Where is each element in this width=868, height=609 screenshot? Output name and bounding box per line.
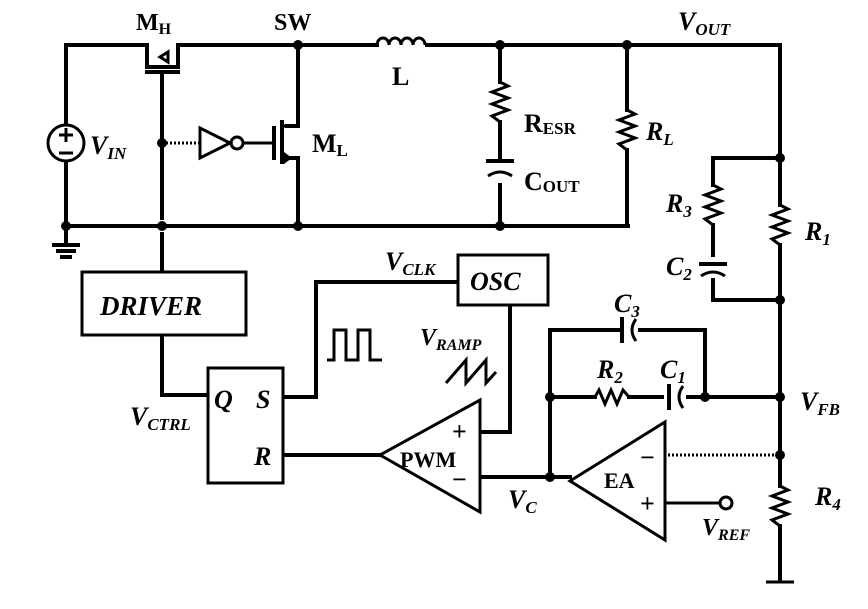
resistor-r4-icon <box>767 484 793 528</box>
vref-terminal-icon <box>718 495 734 511</box>
resistor-rl-icon <box>614 108 640 152</box>
label-vctrl: VCTRL <box>130 402 191 434</box>
label-vout: VOUT <box>678 7 731 39</box>
sr-latch-block <box>206 366 285 485</box>
driver-wiring <box>160 280 512 457</box>
resistor-r3-icon <box>700 183 726 227</box>
resistor-r2-icon <box>593 386 631 408</box>
label-vfb: VFB <box>800 387 840 419</box>
label-mh: MH <box>136 10 172 38</box>
capacitor-c2-icon <box>699 262 727 278</box>
ea-plus: + <box>640 489 655 518</box>
label-vramp: VRAMP <box>420 325 482 354</box>
power-stage-wiring <box>64 43 782 274</box>
pwm-plus: + <box>452 417 467 446</box>
label-vclk: VCLK <box>385 247 437 279</box>
clock-pulse-icon <box>327 328 382 362</box>
ml-transistor-icon <box>272 120 292 164</box>
inverter-icon <box>166 125 272 161</box>
label-pwm: PWM <box>400 447 456 472</box>
driver-block <box>80 270 248 337</box>
label-r1: R1 <box>804 217 831 249</box>
label-ea: EA <box>604 468 635 493</box>
label-s: S <box>256 385 270 414</box>
label-resr: RESR <box>524 109 577 138</box>
label-driver: DRIVER <box>99 291 202 321</box>
label-rl: RL <box>645 117 674 149</box>
pwm-minus: − <box>452 465 467 494</box>
label-r3: R3 <box>665 189 692 221</box>
label-vin: VIN <box>90 131 127 163</box>
label-ml: ML <box>312 129 348 160</box>
label-r2: R2 <box>596 355 623 387</box>
label-q: Q <box>214 385 233 414</box>
inductor-l-icon <box>375 36 427 46</box>
capacitor-c1-icon <box>667 384 685 410</box>
label-c3: C3 <box>614 289 640 321</box>
label-c1: C1 <box>660 355 686 387</box>
ground-icon <box>52 243 80 259</box>
ea-minus: − <box>640 443 655 472</box>
capacitor-c3-icon <box>620 317 638 343</box>
label-vc: VC <box>508 485 537 517</box>
vin-source-icon <box>46 123 86 163</box>
feedback-wiring <box>711 151 794 584</box>
pwm-comparator <box>376 397 482 515</box>
capacitor-cout-icon <box>486 159 514 178</box>
junction-dots <box>61 40 785 482</box>
osc-block <box>456 253 550 307</box>
error-amplifier <box>567 419 667 543</box>
label-r: R <box>253 442 271 471</box>
label-l: L <box>392 62 409 91</box>
resistor-r1-icon <box>767 203 793 247</box>
ramp-wave-icon <box>444 355 498 388</box>
label-r4: R4 <box>814 482 841 514</box>
resistor-resr-icon <box>487 80 513 124</box>
label-vref: VREF <box>702 515 750 544</box>
label-cout: COUT <box>524 167 580 196</box>
label-sw: SW <box>274 10 311 36</box>
mh-transistor-icon <box>145 43 180 76</box>
label-c2: C2 <box>666 252 692 284</box>
label-osc: OSC <box>470 267 521 296</box>
